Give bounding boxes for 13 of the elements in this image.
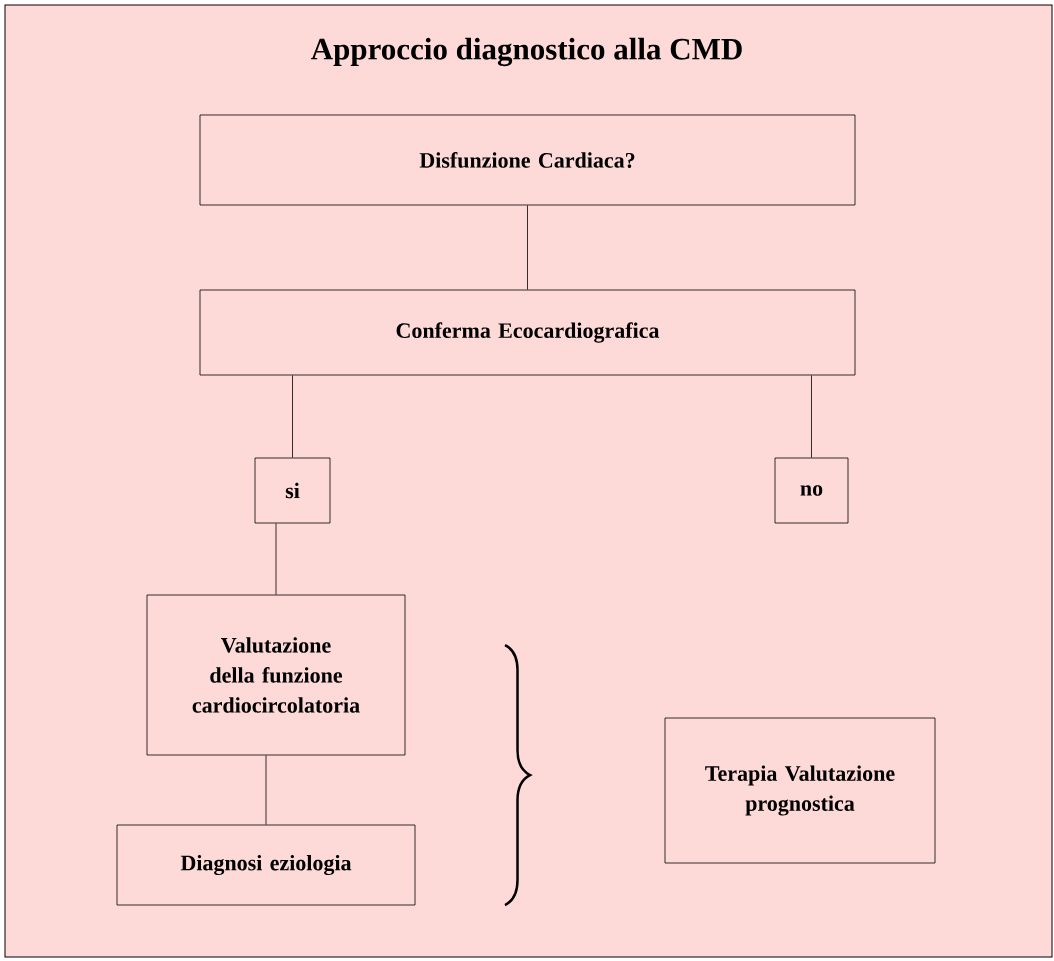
connector-line [292, 375, 293, 458]
connector-line [275, 523, 277, 595]
process-box: Terapia Valutazione prognostica [664, 717, 936, 864]
process-box: no [774, 457, 849, 524]
connector-line [527, 205, 528, 290]
process-box: Valutazione della funzione cardiocircolatoria [146, 594, 406, 756]
process-box: Disfunzione Cardiaca? [199, 114, 856, 206]
process-box: si [254, 457, 331, 524]
connector-line [811, 375, 812, 458]
process-box: Conferma Ecocardiografica [199, 289, 856, 376]
process-box: Diagnosi eziologia [116, 824, 416, 906]
title: Approccio diagnostico alla CMD [311, 37, 742, 67]
connector-line [265, 755, 267, 825]
